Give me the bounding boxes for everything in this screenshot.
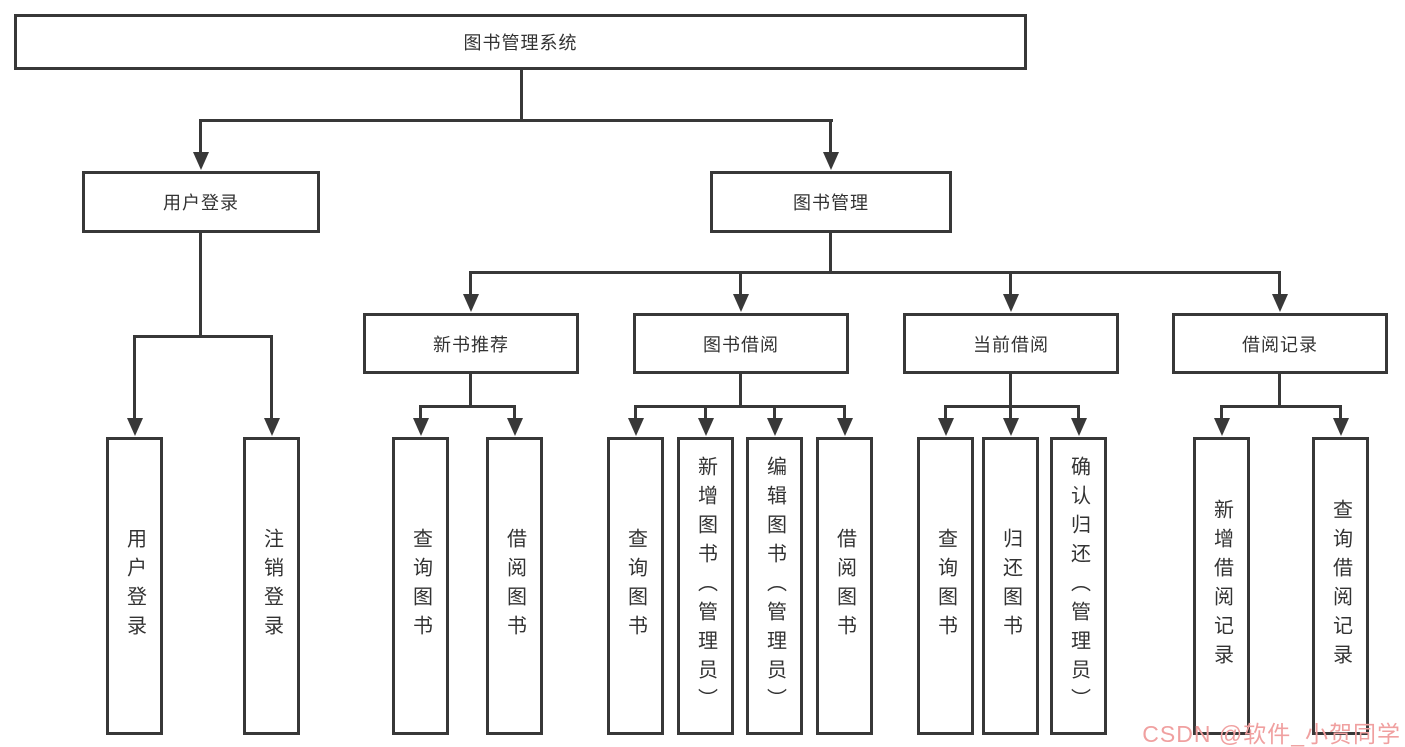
- node-root: 图书管理系统: [14, 14, 1027, 70]
- leaf-nb-borrow-books: 借阅图书: [486, 437, 543, 735]
- leaf-logout: 注销登录: [243, 437, 300, 735]
- arrow-to-book-borrow: [732, 271, 749, 312]
- leaf-bb-edit-books: 编辑图书（管理员）: [746, 437, 803, 735]
- arrow-to-cb-query-books: [937, 405, 954, 436]
- arrow-to-bb-borrow-books: [836, 405, 853, 436]
- arrow-to-leaf-logout: [263, 335, 280, 436]
- watermark: CSDN @软件_小贺同学: [1142, 721, 1401, 747]
- connector-root-feeder: [520, 70, 523, 121]
- arrow-to-leaf-user-login: [126, 335, 143, 436]
- arrow-to-new-book-recommend: [462, 271, 479, 312]
- arrow-to-cb-return-books: [1002, 405, 1019, 436]
- leaf-cb-query-books: 查询图书: [917, 437, 974, 735]
- connector-book-management-feeder: [829, 233, 832, 274]
- arrow-to-br-add-record: [1213, 405, 1230, 436]
- leaf-cb-return-books: 归还图书: [982, 437, 1039, 735]
- connector-bb-hline: [634, 405, 846, 408]
- connector-cb-feeder: [1009, 374, 1012, 408]
- connector-br-hline: [1220, 405, 1342, 408]
- connector-user-login-feeder: [199, 233, 202, 337]
- arrow-to-br-query-record: [1332, 405, 1349, 436]
- node-current-borrow: 当前借阅: [903, 313, 1119, 374]
- leaf-bb-query-books: 查询图书: [607, 437, 664, 735]
- arrow-to-current-borrow: [1002, 271, 1019, 312]
- leaf-br-add-record: 新增借阅记录: [1193, 437, 1250, 735]
- arrow-to-nb-borrow-books: [506, 405, 523, 436]
- connector-bb-feeder: [739, 374, 742, 408]
- connector-br-feeder: [1278, 374, 1281, 408]
- node-new-book-recommend: 新书推荐: [363, 313, 579, 374]
- leaf-cb-confirm-return: 确认归还（管理员）: [1050, 437, 1107, 735]
- node-book-borrow: 图书借阅: [633, 313, 849, 374]
- arrow-to-user-login: [192, 119, 209, 170]
- arrow-to-book-management: [822, 119, 839, 170]
- connector-nb-feeder: [469, 374, 472, 408]
- connector-user-login-hline: [134, 335, 273, 338]
- connector-nb-hline: [419, 405, 516, 408]
- arrow-to-bb-add-books: [697, 405, 714, 436]
- connector-l3-hline: [470, 271, 1281, 274]
- arrow-to-bb-edit-books: [766, 405, 783, 436]
- connector-cb-hline: [944, 405, 1080, 408]
- arrow-to-cb-confirm-return: [1070, 405, 1087, 436]
- leaf-br-query-record: 查询借阅记录: [1312, 437, 1369, 735]
- leaf-user-login: 用户登录: [106, 437, 163, 735]
- arrow-to-nb-query-books: [412, 405, 429, 436]
- node-borrow-records: 借阅记录: [1172, 313, 1388, 374]
- leaf-bb-add-books: 新增图书（管理员）: [677, 437, 734, 735]
- node-book-management: 图书管理: [710, 171, 952, 233]
- arrow-to-borrow-records: [1271, 271, 1288, 312]
- node-user-login: 用户登录: [82, 171, 320, 233]
- leaf-nb-query-books: 查询图书: [392, 437, 449, 735]
- arrow-to-bb-query-books: [627, 405, 644, 436]
- leaf-bb-borrow-books: 借阅图书: [816, 437, 873, 735]
- connector-l1-hline: [199, 119, 833, 122]
